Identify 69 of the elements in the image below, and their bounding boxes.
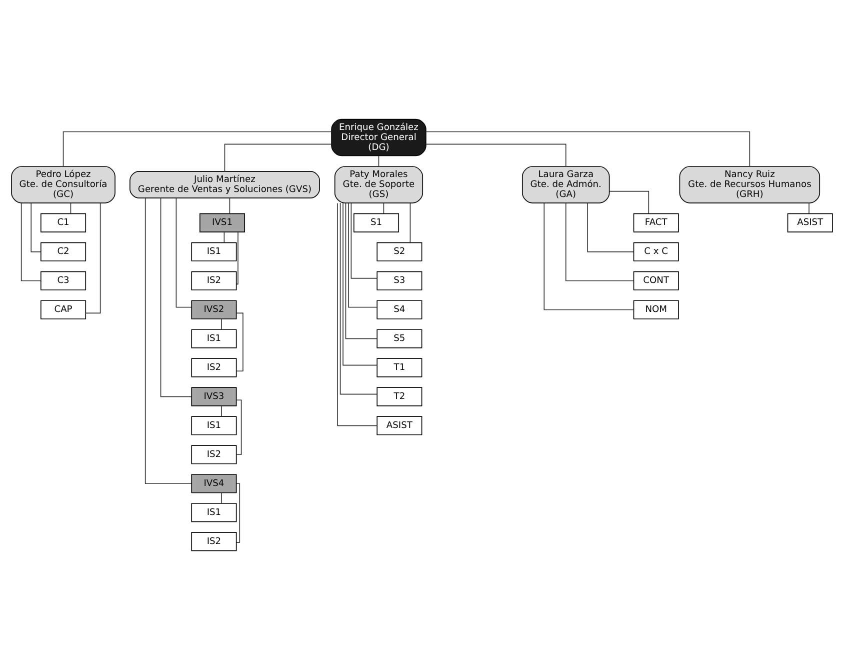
node-box: Nancy Ruiz Gte. de Recursos Humanos (GRH) [679,166,820,203]
connector [565,202,634,281]
connector [70,202,72,214]
node-box: FACT [633,212,679,232]
connector [236,231,238,284]
node-box: IS2 [191,444,237,464]
node-box: T1 [376,358,422,377]
connector [337,202,378,426]
connector [378,155,380,166]
connector [221,492,222,504]
node-box: S3 [376,270,422,290]
connector [340,202,378,394]
node-box: Enrique González Director General (DG) [331,118,426,156]
connector [342,202,378,366]
node-box: IS1 [191,328,237,348]
node-box: Paty Morales Gte. de Soporte (GS) [334,166,424,203]
connector [345,202,378,339]
connector [410,202,411,242]
node-box: S1 [353,212,400,232]
node-box: IS1 [191,502,237,522]
node-box: IVS1 [199,212,246,232]
node-box: T2 [376,386,422,406]
node-box: IS2 [191,532,237,551]
node-box: IS2 [191,358,237,377]
connector [224,231,225,242]
node-box: IVS4 [191,474,237,493]
connector [144,197,192,484]
connector [62,130,332,166]
connector [221,318,222,330]
connector [544,202,634,310]
connector [160,197,192,397]
connector [236,312,244,371]
node-box: C2 [40,242,86,261]
node-box: CAP [40,300,86,319]
connector [587,202,634,252]
node-box: ASIST [787,212,833,232]
node-box: Julio Martínez Gerente de Ventas y Soluciones (GVS) [130,170,320,198]
node-box: S5 [376,328,422,348]
node-box: C1 [40,212,86,232]
node-box: Laura Garza Gte. de Admón. (GA) [522,166,610,203]
connector [224,143,332,172]
connector [426,130,750,166]
node-box: NOM [633,300,679,319]
node-box: Pedro López Gte. de Consultoría (GC) [11,166,116,203]
connector [30,202,42,252]
node-box: CONT [633,270,679,290]
node-box: S2 [376,242,422,261]
node-box: IVS3 [191,386,237,406]
connector [808,202,810,214]
connector [609,190,650,214]
node-box: IS1 [191,242,237,261]
node-box: C x C [633,242,679,261]
connector [229,197,230,214]
connector [20,202,42,281]
node-box: IS2 [191,270,237,290]
connector [350,202,378,278]
node-box: S4 [376,300,422,319]
connector [236,399,242,455]
node-box: IVS2 [191,300,237,319]
connector [85,202,101,313]
node-box: IS1 [191,416,237,435]
connector [383,202,384,214]
connector [348,202,378,308]
node-box: ASIST [376,416,422,435]
connector [236,482,240,542]
node-box: C3 [40,270,86,290]
connector [426,143,566,166]
connector [221,404,222,416]
connector [176,197,192,308]
